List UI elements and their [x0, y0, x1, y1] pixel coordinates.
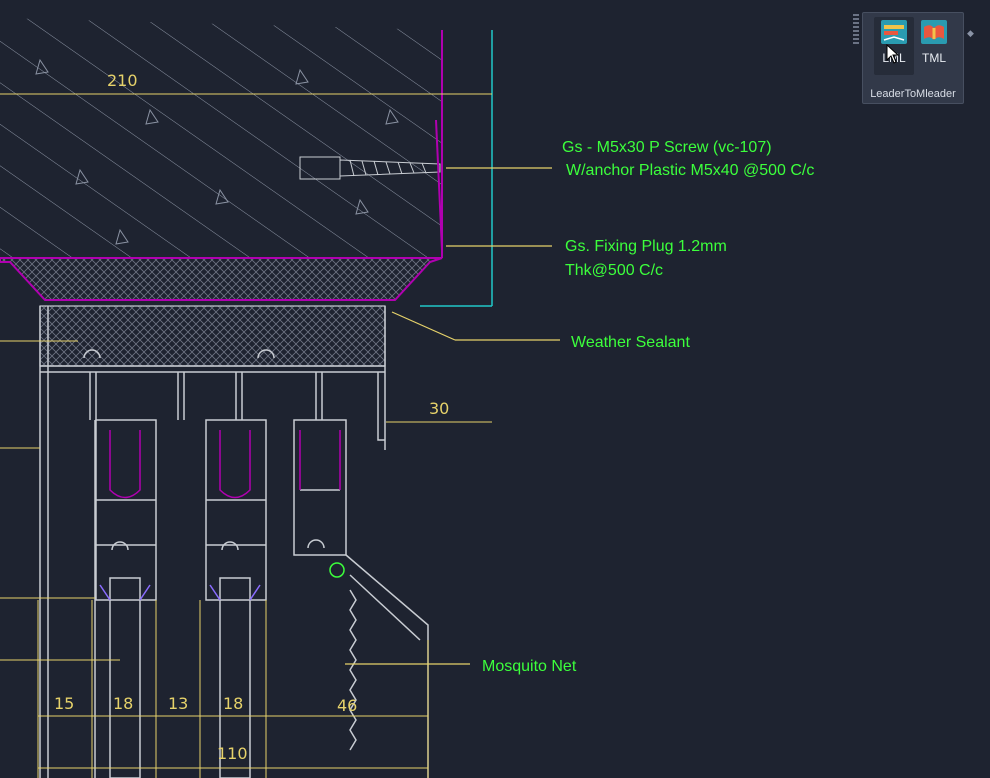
tml-button[interactable]: TML [914, 17, 954, 75]
dimension-15[interactable]: 15 [54, 694, 74, 713]
screw [299, 156, 441, 180]
dimension-18-left[interactable]: 18 [113, 694, 133, 713]
sash-left [95, 419, 157, 778]
panel-expand-icon[interactable]: ◆ [967, 29, 974, 39]
tml-label: TML [922, 51, 946, 65]
ribbon-panel: LML TML LeaderToMleader ◆ [862, 12, 974, 104]
note-plug-line1[interactable]: Gs. Fixing Plug 1.2mm [565, 238, 727, 255]
dimension-18-right[interactable]: 18 [223, 694, 243, 713]
fixing-plug [435, 119, 443, 251]
lml-button[interactable]: LML [874, 17, 914, 75]
sealant-band [0, 257, 443, 367]
note-screw-line1[interactable]: Gs - M5x30 P Screw (vc-107) [562, 139, 772, 156]
dimension-46[interactable]: 46 [337, 696, 357, 715]
panel-title: LeaderToMleader [870, 88, 956, 100]
net-sash [293, 419, 429, 778]
dimension-lines [0, 93, 492, 778]
leader-to-mleader-icon [881, 20, 907, 44]
dimension-210[interactable]: 210 [107, 71, 138, 90]
note-mosquito-net[interactable]: Mosquito Net [482, 658, 577, 675]
mouse-cursor-icon [886, 44, 900, 64]
note-screw-line2[interactable]: W/anchor Plastic M5x40 @500 C/c [566, 162, 814, 179]
panel-grip[interactable] [853, 14, 859, 44]
sash-middle [205, 419, 267, 778]
dimension-110[interactable]: 110 [217, 744, 248, 763]
note-weather-sealant[interactable]: Weather Sealant [571, 334, 690, 351]
note-plug-line2[interactable]: Thk@500 C/c [565, 262, 663, 279]
dimension-30[interactable]: 30 [429, 399, 449, 418]
frame-profile [39, 306, 386, 778]
text-to-mleader-icon [921, 20, 947, 44]
dimension-13[interactable]: 13 [168, 694, 188, 713]
leader-lines [345, 167, 560, 665]
